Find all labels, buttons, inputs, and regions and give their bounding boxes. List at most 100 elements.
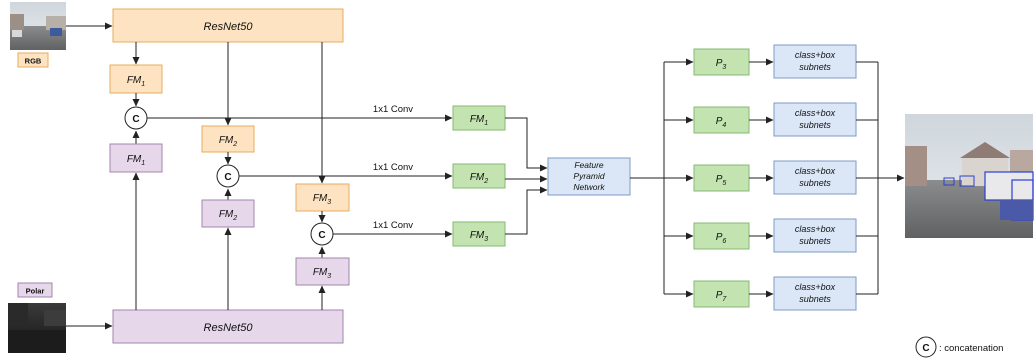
rgb-label: RGB [25,57,42,66]
fm3-to-fpn-arrow [505,186,548,235]
fm1-fused-block: FM1 [452,105,506,131]
svg-text:P7: P7 [716,290,728,303]
subnet-p6-line-1: class+box [795,224,836,234]
fm2-rgb-prefix: FM [219,135,234,146]
svg-text:P4: P4 [716,116,727,129]
concat-node-3: C [310,222,334,246]
fm3-polar-prefix: FM [313,267,328,278]
p3-block: P3 [693,48,750,76]
resnet50-rgb-block: ResNet50 [112,8,344,43]
subnet-p5-line-2: subnets [799,178,831,188]
legend: C : concatenation [915,336,1003,358]
svg-text:P5: P5 [716,174,727,187]
fm2-rgb-block: FM2 [201,125,255,153]
subnet-p7-line-1: class+box [795,282,836,292]
subnet-block-p4: class+box subnets [773,102,857,137]
resnet50-rgb-label: ResNet50 [204,21,254,33]
legend-text: : concatenation [939,343,1003,354]
fm1-rgb-index: 1 [141,81,145,88]
p4-block: P4 [693,106,750,134]
concat-symbol-1: C [132,114,139,125]
fm1-rgb-prefix: FM [127,75,142,86]
conv-label-3: 1x1 Conv [373,220,413,231]
p7-prefix: P [716,290,723,301]
svg-text:P3: P3 [716,58,727,71]
polar-label: Polar [26,287,45,296]
subnet-p5-line-1: class+box [795,166,836,176]
p6-block: P6 [693,222,750,250]
fm2-polar-block: FM2 [201,199,255,228]
subnet-block-p3: class+box subnets [773,44,857,79]
conv-label-1: 1x1 Conv [373,104,413,115]
subnet-block-p6: class+box subnets [773,218,857,253]
svg-text:FM1: FM1 [470,114,488,127]
p4-index: 4 [722,122,726,129]
subnet-p6-line-2: subnets [799,236,831,246]
fm3-rgb-index: 3 [327,199,331,206]
subnet-block-p7: class+box subnets [773,276,857,311]
subnet-p3-line-2: subnets [799,62,831,72]
concat-symbol-3: C [318,230,325,241]
svg-text:FM3: FM3 [470,230,488,243]
subnet-p3-line-1: class+box [795,50,836,60]
fm1-polar-prefix: FM [127,154,142,165]
detection-output-image [905,114,1034,238]
fm2-polar-index: 2 [232,215,237,222]
fm1-fused-prefix: FM [470,114,485,125]
fm3-polar-block: FM3 [295,257,350,286]
fm2-rgb-index: 2 [232,141,237,148]
p5-index: 5 [722,180,726,187]
p7-index: 7 [722,296,727,303]
fm1-polar-block: FM1 [109,143,163,173]
p6-prefix: P [716,232,723,243]
subnet-p4-line-2: subnets [799,120,831,130]
conv-label-2: 1x1 Conv [373,162,413,173]
p6-index: 6 [722,238,726,245]
fm3-fused-block: FM3 [452,221,506,247]
fm1-fused-index: 1 [484,120,488,127]
fpn-line-3: Network [573,182,605,192]
svg-text:FM3: FM3 [313,267,331,280]
fm2-fused-prefix: FM [470,172,485,183]
concat-node-1: C [124,106,148,130]
svg-text:FM2: FM2 [219,209,237,222]
subnet-block-p5: class+box subnets [773,160,857,195]
svg-text:FM1: FM1 [127,75,145,88]
p4-prefix: P [716,116,723,127]
resnet50-polar-label: ResNet50 [204,322,254,334]
fm3-fused-index: 3 [484,236,488,243]
legend-symbol: C [922,343,929,354]
p3-prefix: P [716,58,723,69]
svg-text:FM1: FM1 [127,154,145,167]
feature-pyramid-network-block: Feature Pyramid Network [547,157,631,196]
fpn-line-1: Feature [574,160,604,170]
fm3-polar-index: 3 [327,273,331,280]
p3-index: 3 [722,64,726,71]
p5-block: P5 [693,164,750,192]
concat-symbol-2: C [224,172,231,183]
fm1-rgb-block: FM1 [109,64,163,94]
fm2-fused-index: 2 [483,178,488,185]
svg-text:P6: P6 [716,232,727,245]
svg-text:FM2: FM2 [219,135,237,148]
fm1-to-fpn-arrow [505,117,548,172]
fm3-rgb-prefix: FM [313,193,328,204]
p5-prefix: P [716,174,723,185]
subnet-p4-line-1: class+box [795,108,836,118]
p7-block: P7 [693,280,750,308]
fm1-polar-index: 1 [141,160,145,167]
fm2-fused-block: FM2 [452,163,506,189]
rgb-input-image [10,2,66,50]
fm3-rgb-block: FM3 [295,183,350,212]
fpn-line-2: Pyramid [573,171,604,181]
rgb-badge: RGB [17,52,49,68]
resnet50-polar-block: ResNet50 [112,309,344,344]
polar-input-image [8,303,66,353]
polar-badge: Polar [17,282,53,298]
subnet-p7-line-2: subnets [799,294,831,304]
fm2-polar-prefix: FM [219,209,234,220]
svg-text:FM3: FM3 [313,193,331,206]
fm3-fused-prefix: FM [470,230,485,241]
